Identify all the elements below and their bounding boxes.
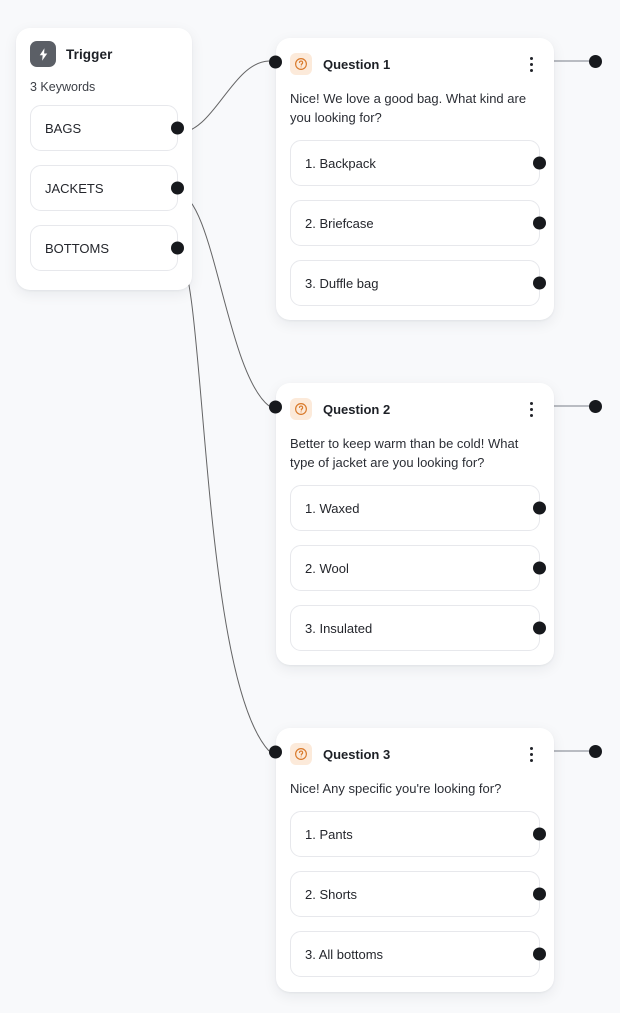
question-text: Nice! We love a good bag. What kind are … <box>290 91 527 125</box>
option-item[interactable]: 1. Waxed <box>290 485 546 531</box>
input-dot-question3[interactable] <box>269 745 282 759</box>
question-node-1[interactable]: Question 1 Nice! We love a good bag. Wha… <box>269 38 554 320</box>
output-dot-option[interactable] <box>533 887 546 901</box>
input-dot-question2[interactable] <box>269 400 282 414</box>
keywords-count-label: 3 Keywords <box>30 80 96 94</box>
question-circle-icon <box>290 53 312 75</box>
option-label: 1. Backpack <box>305 155 376 171</box>
lightning-bolt-icon <box>30 41 56 67</box>
output-dot-option[interactable] <box>533 501 546 515</box>
option-label: 1. Waxed <box>305 500 360 516</box>
output-dot-keyword-bottoms[interactable] <box>171 241 184 255</box>
keyword-label: BAGS <box>45 120 82 136</box>
option-item[interactable]: 2. Wool <box>290 545 546 591</box>
output-dot-keyword-bags[interactable] <box>171 121 184 135</box>
question-title: Question 2 <box>323 401 391 417</box>
question-circle-icon <box>290 743 312 765</box>
option-list: 1. Backpack 2. Briefcase 3. Duffle bag <box>290 140 546 306</box>
trigger-node[interactable]: Trigger 3 Keywords BAGS JACKETS BOTTOMS <box>16 28 192 290</box>
question-text: Better to keep warm than be cold! What t… <box>290 436 519 470</box>
output-dot-question3[interactable] <box>589 745 602 758</box>
output-dot-option[interactable] <box>533 216 546 230</box>
keyword-item-jackets[interactable]: JACKETS <box>30 165 184 211</box>
output-dot-option[interactable] <box>533 276 546 290</box>
option-item[interactable]: 3. All bottoms <box>290 931 546 977</box>
question-header: Question 2 <box>290 397 540 421</box>
output-dot-option[interactable] <box>533 561 546 575</box>
question-node-3[interactable]: Question 3 Nice! Any specific you're loo… <box>269 728 554 992</box>
option-label: 3. Duffle bag <box>305 275 379 291</box>
keyword-label: BOTTOMS <box>45 240 110 256</box>
option-list: 1. Waxed 2. Wool 3. Insulated <box>290 485 546 651</box>
output-dot-option[interactable] <box>533 827 546 841</box>
trigger-title: Trigger <box>66 46 113 62</box>
keyword-list: BAGS JACKETS BOTTOMS <box>30 105 184 271</box>
kebab-menu-icon[interactable] <box>522 399 540 419</box>
output-dot-question1[interactable] <box>589 55 602 68</box>
output-dot-option[interactable] <box>533 621 546 635</box>
option-item[interactable]: 2. Shorts <box>290 871 546 917</box>
option-label: 3. All bottoms <box>305 946 384 962</box>
keyword-item-bottoms[interactable]: BOTTOMS <box>30 225 184 271</box>
option-item[interactable]: 1. Pants <box>290 811 546 857</box>
option-item[interactable]: 3. Duffle bag <box>290 260 546 306</box>
question-text: Nice! Any specific you're looking for? <box>290 781 502 796</box>
question-header: Question 3 <box>290 742 540 766</box>
edge-bottoms-to-question3 <box>177 252 270 752</box>
option-list: 1. Pants 2. Shorts 3. All bottoms <box>290 811 546 977</box>
trigger-header: Trigger <box>30 40 178 68</box>
output-dot-question2[interactable] <box>589 400 602 413</box>
question-title: Question 1 <box>323 56 391 72</box>
option-item[interactable]: 3. Insulated <box>290 605 546 651</box>
keyword-label: JACKETS <box>45 180 104 196</box>
question-title: Question 3 <box>323 746 391 762</box>
question-node-2[interactable]: Question 2 Better to keep warm than be c… <box>269 383 554 665</box>
option-label: 2. Wool <box>305 560 349 576</box>
kebab-menu-icon[interactable] <box>522 54 540 74</box>
question-header: Question 1 <box>290 52 540 76</box>
option-label: 2. Shorts <box>305 886 358 902</box>
output-dot-keyword-jackets[interactable] <box>171 181 184 195</box>
option-label: 2. Briefcase <box>305 215 374 231</box>
option-item[interactable]: 2. Briefcase <box>290 200 546 246</box>
option-label: 3. Insulated <box>305 620 373 636</box>
input-dot-question1[interactable] <box>269 55 282 69</box>
kebab-menu-icon[interactable] <box>522 744 540 764</box>
output-dot-option[interactable] <box>533 947 546 961</box>
option-label: 1. Pants <box>305 826 353 842</box>
option-item[interactable]: 1. Backpack <box>290 140 546 186</box>
output-dot-option[interactable] <box>533 156 546 170</box>
question-circle-icon <box>290 398 312 420</box>
keyword-item-bags[interactable]: BAGS <box>30 105 184 151</box>
